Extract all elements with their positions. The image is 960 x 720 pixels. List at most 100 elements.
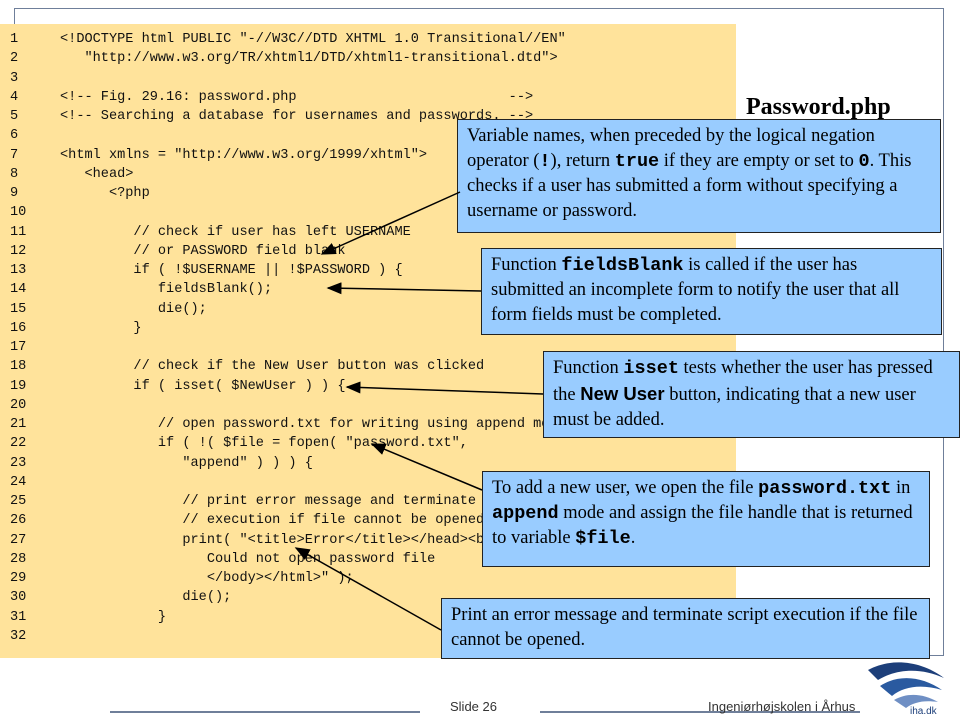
code-text: print( "<title>Error</title></head><body… [60, 532, 517, 548]
line-number: 20 [10, 397, 27, 413]
line-number: 30 [10, 590, 27, 606]
code-text: <html xmlns = "http://www.w3.org/1999/xh… [60, 147, 428, 163]
school-name: Ingeniørhøjskolen i Århus [708, 699, 856, 714]
callout-fopen: To add a new user, we open the file pass… [482, 471, 930, 567]
line-number: 12 [10, 243, 27, 259]
line-number: 13 [10, 263, 27, 278]
line-number: 22 [10, 436, 27, 452]
code-line: 30 die(); [0, 588, 736, 607]
callout-text: Print an error message and terminate scr… [451, 605, 918, 650]
callout-text: mode and assign the file handle that is … [492, 503, 913, 548]
code-line: 20 [0, 396, 736, 415]
code-text: // open password.txt for writing using a… [60, 417, 566, 432]
code-text: </body></html>" ); [60, 571, 354, 586]
logo-text: iha.dk [910, 706, 938, 716]
code-line: 25 // print error message and terminate … [0, 492, 736, 511]
code-line: 4 <!-- Fig. 29.16: password.php --> [0, 88, 736, 107]
line-number: 4 [10, 89, 19, 105]
code-line: 3 [0, 69, 736, 88]
code-line: 26 // execution if file cannot be opened [0, 511, 736, 530]
code-line: 10 [0, 203, 736, 222]
callout-code: true [614, 151, 660, 172]
line-number: 21 [10, 417, 27, 432]
footer-rule-right [540, 711, 860, 713]
callout-code: append [492, 503, 559, 524]
callout-text: in [891, 478, 911, 498]
code-line: 6 [0, 126, 736, 145]
code-text: // execution if file cannot be opened [60, 513, 485, 529]
callout-code: $file [575, 528, 631, 549]
code-text: if ( !( $file = fopen( "password.txt", [60, 436, 468, 452]
code-text: <!-- Fig. 29.16: password.php --> [60, 89, 534, 105]
slide-title: Password.php [746, 94, 891, 120]
callout-code: 0 [858, 151, 870, 172]
callout-isset: Function isset tests whether the user ha… [543, 351, 960, 438]
callout-text: Function [553, 358, 624, 378]
callout-error-message: Print an error message and terminate scr… [441, 598, 930, 659]
line-number: 19 [10, 378, 27, 394]
code-text: <?php [60, 186, 150, 201]
code-line: 15 die(); [0, 300, 736, 319]
code-line: 21 // open password.txt for writing usin… [0, 415, 736, 434]
code-text: die(); [60, 590, 232, 606]
code-line: 31 } [0, 608, 736, 627]
code-line: 2 "http://www.w3.org/TR/xhtml1/DTD/xhtml… [0, 49, 736, 68]
callout-text: tests whether the user has pressed the [553, 358, 933, 405]
callout-text: To add a new user, we open the file [492, 478, 759, 498]
line-number: 17 [10, 340, 27, 355]
code-line: 23 "append" ) ) ) { [0, 454, 736, 473]
line-number: 5 [10, 109, 19, 124]
code-text: fieldsBlank(); [60, 282, 273, 298]
code-line: 32 [0, 627, 736, 646]
code-line: 1<!DOCTYPE html PUBLIC "-//W3C//DTD XHTM… [0, 30, 736, 49]
code-text: } [60, 320, 142, 336]
code-line: 13 if ( !$USERNAME || !$PASSWORD ) { [0, 261, 736, 280]
line-number: 9 [10, 186, 19, 201]
code-line: 7 <html xmlns = "http://www.w3.org/1999/x… [0, 146, 736, 165]
line-number: 10 [10, 205, 27, 221]
callout-text: . This checks if a user has submitted a … [467, 151, 912, 221]
code-text: "append" ) ) ) { [60, 455, 313, 471]
code-text: "http://www.w3.org/TR/xhtml1/DTD/xhtml1-… [60, 51, 558, 67]
code-line: 19 if ( isset( $NewUser ) ) { [0, 377, 736, 396]
code-line: 14 fieldsBlank(); [0, 280, 736, 299]
line-number: 29 [10, 571, 27, 586]
code-line: 12 // or PASSWORD field blank [0, 242, 736, 261]
code-text: if ( isset( $NewUser ) ) { [60, 378, 346, 394]
code-line: 8 <head> [0, 165, 736, 184]
line-number: 18 [10, 359, 27, 375]
line-number: 26 [10, 513, 27, 529]
callout-button-name: New User [580, 383, 665, 404]
code-line: 9 <?php [0, 184, 736, 203]
line-number: 24 [10, 474, 27, 490]
line-number: 8 [10, 166, 19, 182]
code-text: // check if the New User button was clic… [60, 359, 485, 375]
callout-text: if they are empty or set to [659, 151, 859, 171]
code-text: die(); [60, 301, 207, 317]
code-line: 29 </body></html>" ); [0, 569, 736, 588]
callout-text: Variable names, when preceded by the log… [467, 126, 875, 171]
line-number: 2 [10, 51, 19, 67]
callout-code: fieldsBlank [561, 255, 684, 276]
line-number: 7 [10, 147, 19, 163]
code-line: 27 print( "<title>Error</title></head><b… [0, 531, 736, 550]
code-text: // or PASSWORD field blank [60, 243, 346, 259]
callout-text: ), return [550, 151, 615, 171]
code-text: <head> [60, 166, 134, 182]
code-text: if ( !$USERNAME || !$PASSWORD ) { [60, 263, 403, 278]
slide-number: Slide 26 [450, 699, 497, 714]
line-number: 14 [10, 282, 27, 298]
callout-fieldsblank: Function fieldsBlank is called if the us… [481, 248, 942, 335]
code-text: <!DOCTYPE html PUBLIC "-//W3C//DTD XHTML… [60, 32, 566, 47]
code-line: 24 [0, 473, 736, 492]
line-number: 16 [10, 320, 27, 336]
callout-code: ! [539, 151, 551, 172]
callout-code: isset [623, 358, 679, 379]
line-number: 31 [10, 609, 27, 625]
line-number: 6 [10, 128, 19, 144]
callout-text: is called if the user has submitted an i… [491, 255, 900, 325]
line-number: 23 [10, 455, 27, 471]
code-text: Could not open password file [60, 551, 436, 567]
line-number: 25 [10, 494, 27, 509]
footer-rule-left [110, 711, 420, 713]
